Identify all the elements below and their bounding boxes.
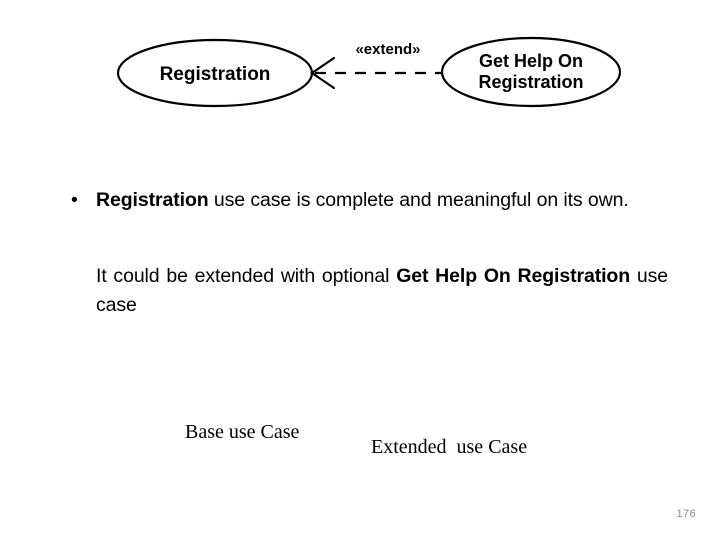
bullet-bold-term: Registration [96,189,209,211]
paragraph-bold-term: Get Help On Registration [396,265,631,287]
bullet-rest-text: use case is complete and meaningful on i… [208,189,629,211]
paragraph-suffix: use case [96,265,668,316]
annotation-base-use-case: Base use Case [185,421,300,443]
slide-body-text: • Registration use case is complete and … [60,186,680,320]
extend-open-arrowhead [310,56,336,90]
annotation-extended-use-case: Extended use Case [371,436,528,458]
paragraph-block: It could be extended with optional Get H… [60,262,680,320]
use-case-label-get-help-line1: Get Help On [479,51,583,71]
bullet-list-item: • Registration use case is complete and … [60,186,680,215]
bullet-marker-icon: • [71,189,78,211]
use-case-label-registration: Registration [160,64,271,85]
extend-stereotype-label: «extend» [355,41,420,58]
use-case-ellipse-get-help-on-registration[interactable]: Get Help On Registration [440,36,622,108]
use-case-ellipse-registration[interactable]: Registration [116,38,314,108]
bullet-item-text: Registration use case is complete and me… [96,186,668,215]
paragraph-prefix: It could be extended with optional [96,265,397,287]
extend-relationship[interactable]: «extend» [310,41,452,90]
page-number: 176 [676,508,696,520]
paragraph-text: It could be extended with optional Get H… [96,262,668,320]
use-case-label-get-help-line2: Registration [478,72,583,92]
uml-use-case-diagram: Registration «extend» Get Help On Regist… [100,22,640,132]
